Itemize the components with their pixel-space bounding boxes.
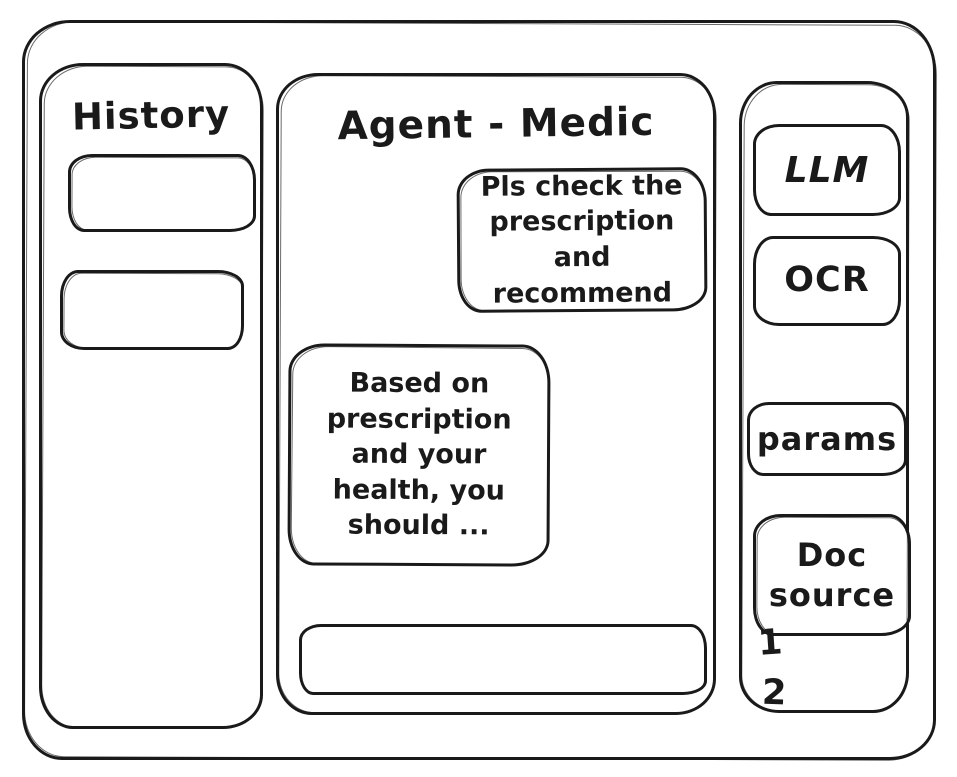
llm-button[interactable]: LLM <box>753 124 901 216</box>
app-window: History Agent - Medic Pls check the pres… <box>22 20 936 760</box>
message-input[interactable] <box>299 624 707 695</box>
history-panel: History <box>39 63 263 729</box>
history-item[interactable] <box>60 270 244 350</box>
params-button[interactable]: params <box>747 402 907 476</box>
history-item[interactable] <box>68 154 256 232</box>
user-message-bubble: Pls check the prescription and recommend <box>456 167 708 313</box>
chat-title: Agent - Medic <box>337 99 655 150</box>
user-message-text: Pls check the prescription and recommend <box>480 170 683 310</box>
ocr-button[interactable]: OCR <box>753 236 901 326</box>
assistant-message-text: Based on prescription and your health, y… <box>326 367 512 542</box>
doc-source-item-2[interactable]: 2 <box>761 672 788 714</box>
assistant-message-bubble: Based on prescription and your health, y… <box>287 343 551 567</box>
chat-panel: Agent - Medic Pls check the prescription… <box>276 73 716 715</box>
doc-source-item-1[interactable]: 1 <box>756 622 784 664</box>
tools-panel: LLM OCR params Doc source 1 2 <box>739 81 911 714</box>
doc-source-button[interactable]: Doc source <box>753 514 911 636</box>
history-title: History <box>71 92 231 139</box>
